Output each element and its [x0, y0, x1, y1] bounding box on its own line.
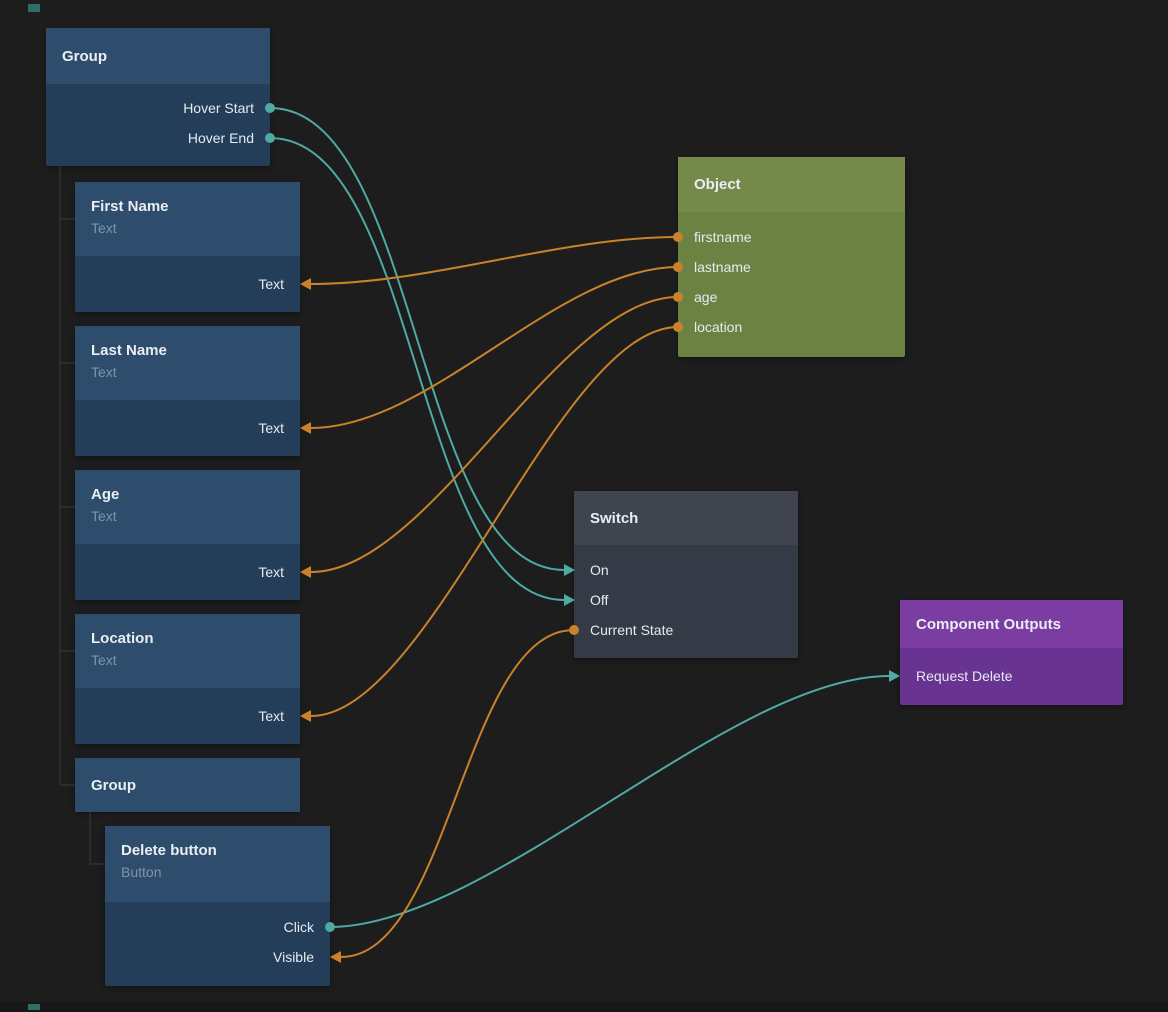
node-subtitle: Text — [91, 508, 117, 524]
port-label: Hover Start — [183, 100, 254, 116]
node-group-child[interactable]: Group — [75, 758, 300, 812]
node-component-outputs[interactable]: Component Outputs Request Delete — [900, 600, 1123, 705]
port-section: On Off Current State — [574, 545, 798, 645]
node-title: Object — [678, 157, 905, 212]
node-first-name[interactable]: First Name Text Text — [75, 182, 300, 312]
node-delete-button[interactable]: Delete button Button Click Visible — [105, 826, 330, 986]
node-header: Age Text — [75, 470, 300, 544]
port-section: Request Delete — [900, 648, 1123, 691]
wire-firstname-to-text[interactable] — [310, 236, 679, 285]
port-text-input[interactable]: Text — [75, 256, 300, 312]
input-arrow-visible[interactable] — [330, 951, 341, 963]
port-click-output[interactable]: Click — [105, 912, 330, 942]
port-firstname-output[interactable]: firstname — [678, 222, 905, 252]
input-arrow-age-text[interactable] — [300, 566, 311, 578]
port-label: Current State — [590, 622, 674, 638]
node-title: Switch — [574, 491, 798, 545]
wire-click-to-requestdelete[interactable] — [329, 675, 890, 928]
port-label: Off — [590, 592, 609, 608]
port-location-output[interactable]: location — [678, 312, 905, 342]
port-label: Hover End — [187, 130, 254, 146]
node-group-parent[interactable]: Group Hover Start Hover End — [46, 28, 270, 166]
horizontal-scrollbar-track[interactable] — [0, 1002, 1168, 1012]
node-header: Location Text — [75, 614, 300, 688]
port-lastname-output[interactable]: lastname — [678, 252, 905, 282]
port-label: age — [694, 289, 718, 305]
wire-lastname-to-text[interactable] — [310, 266, 679, 429]
port-label: Text — [258, 564, 284, 580]
port-visible-input[interactable]: Visible — [105, 942, 330, 972]
node-header: First Name Text — [75, 182, 300, 256]
node-title: First Name — [91, 198, 169, 215]
wire-hoverstart-to-on[interactable] — [269, 107, 565, 571]
port-current-state-output[interactable]: Current State — [574, 615, 798, 645]
port-age-output[interactable]: age — [678, 282, 905, 312]
port-off-input[interactable]: Off — [574, 585, 798, 615]
node-title: Group — [75, 758, 300, 812]
port-text-input[interactable]: Text — [75, 688, 300, 744]
node-subtitle: Text — [91, 220, 117, 236]
port-label: location — [694, 319, 743, 335]
port-section: firstname lastname age location — [678, 212, 905, 342]
wire-currentstate-to-visible[interactable] — [340, 629, 575, 958]
node-location[interactable]: Location Text Text — [75, 614, 300, 744]
node-title: Age — [91, 486, 120, 503]
port-text-input[interactable]: Text — [75, 544, 300, 600]
node-header: Last Name Text — [75, 326, 300, 400]
node-title: Delete button — [121, 842, 217, 859]
node-age[interactable]: Age Text Text — [75, 470, 300, 600]
node-header: Delete button Button — [105, 826, 330, 902]
node-title: Group — [46, 28, 270, 84]
port-label: firstname — [694, 229, 752, 245]
port-label: Click — [283, 919, 314, 935]
input-arrow-firstname-text[interactable] — [300, 278, 311, 290]
port-request-delete-input[interactable]: Request Delete — [900, 661, 1123, 691]
input-arrow-location-text[interactable] — [300, 710, 311, 722]
port-label: Text — [258, 708, 284, 724]
input-arrow-request-delete[interactable] — [889, 670, 900, 682]
port-hover-start[interactable]: Hover Start — [46, 93, 270, 123]
port-label: Visible — [273, 949, 314, 965]
input-arrow-lastname-text[interactable] — [300, 422, 311, 434]
node-switch[interactable]: Switch On Off Current State — [574, 491, 798, 658]
node-last-name[interactable]: Last Name Text Text — [75, 326, 300, 456]
port-section: Click Visible — [105, 902, 330, 972]
node-subtitle: Text — [91, 652, 117, 668]
node-title: Location — [91, 630, 154, 647]
port-section: Hover Start Hover End — [46, 84, 270, 153]
port-on-input[interactable]: On — [574, 555, 798, 585]
port-label: Request Delete — [916, 668, 1013, 684]
node-subtitle: Text — [91, 364, 117, 380]
horizontal-scrollbar-thumb[interactable] — [28, 1004, 40, 1010]
port-label: On — [590, 562, 609, 578]
port-text-input[interactable]: Text — [75, 400, 300, 456]
port-label: lastname — [694, 259, 751, 275]
node-title: Last Name — [91, 342, 167, 359]
node-object[interactable]: Object firstname lastname age location — [678, 157, 905, 357]
port-hover-end[interactable]: Hover End — [46, 123, 270, 153]
canvas-edge-marker-top — [28, 4, 40, 12]
port-label: Text — [258, 276, 284, 292]
port-label: Text — [258, 420, 284, 436]
node-title: Component Outputs — [900, 600, 1123, 648]
wire-hoverend-to-off[interactable] — [269, 137, 565, 601]
node-subtitle: Button — [121, 864, 162, 880]
